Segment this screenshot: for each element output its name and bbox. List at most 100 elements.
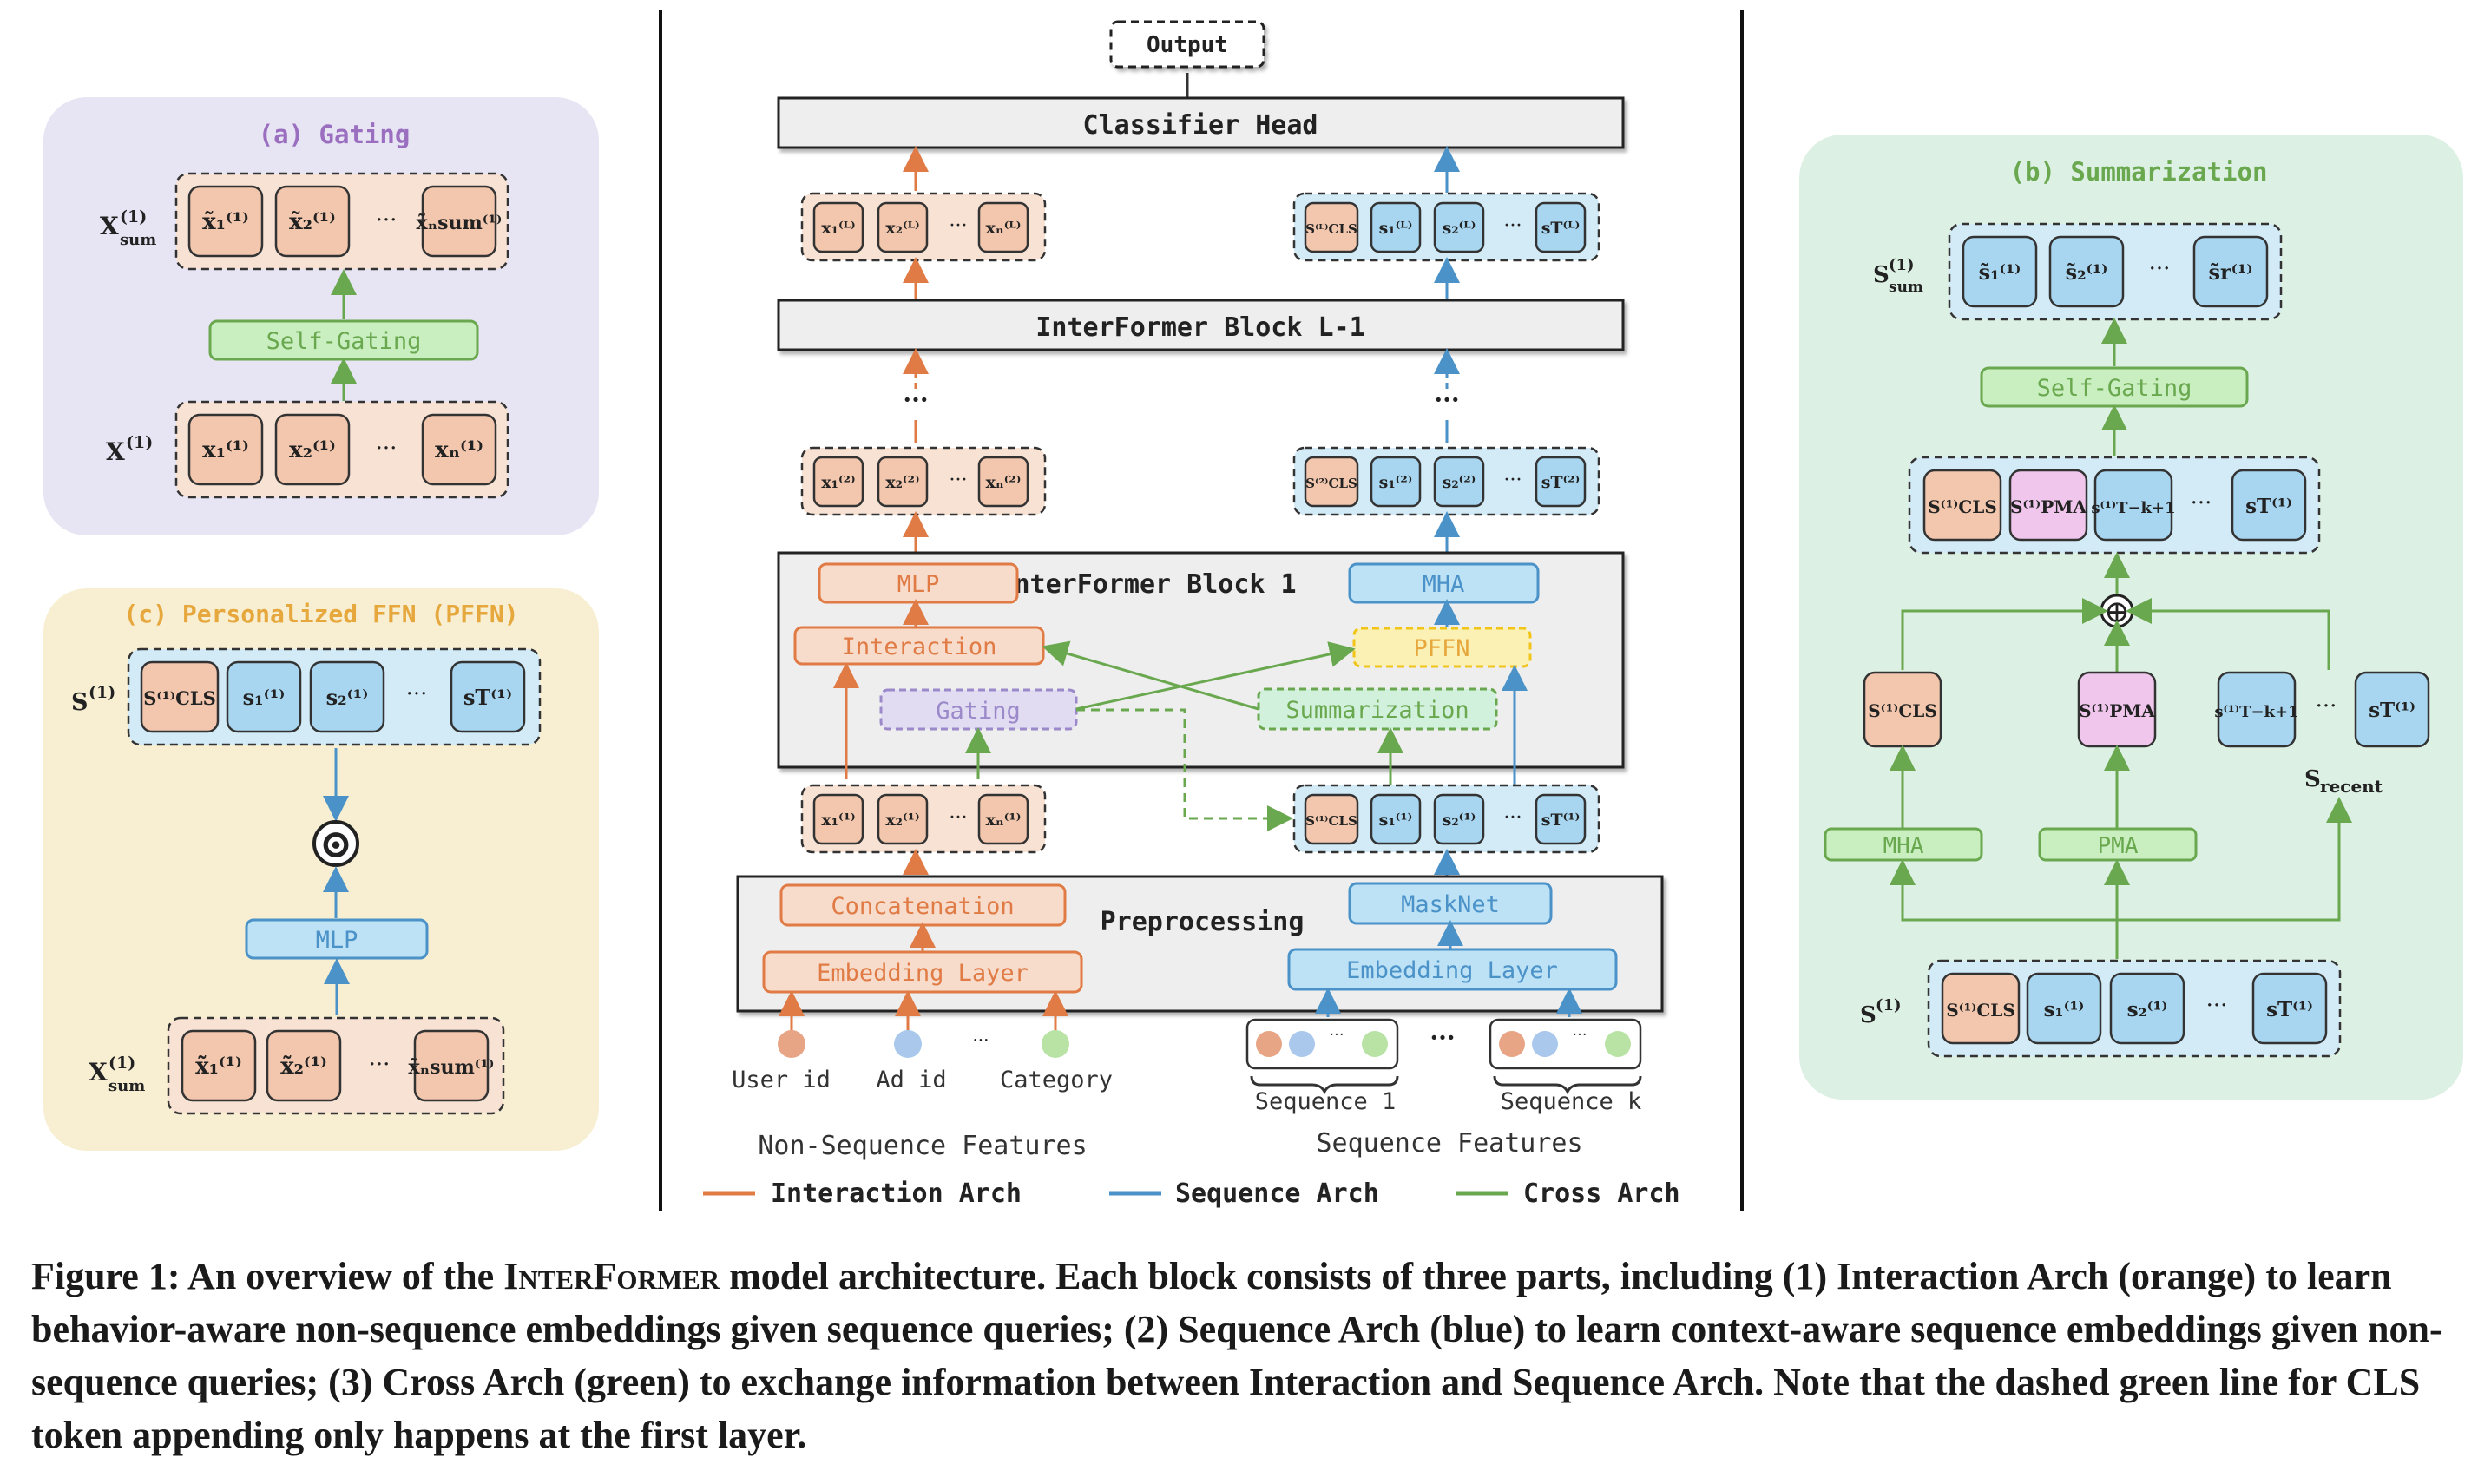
main-architecture: Output Classifier Head x₁⁽ᴸ⁾ x₂⁽ᴸ⁾ ··· x… (703, 20, 1680, 1209)
token (2192, 235, 2269, 308)
token (226, 660, 302, 733)
token (877, 456, 929, 508)
token (1433, 201, 1485, 253)
sequence-1-box (1246, 1018, 1399, 1070)
token-label: s₁⁽ᴸ⁾ (1379, 219, 1413, 238)
self-gating-label: Self-Gating (266, 328, 422, 355)
svg-text:recent: recent (2320, 776, 2383, 797)
token (1304, 456, 1359, 508)
block-l1-box (777, 299, 1625, 351)
token-label: S⁽ᴸ⁾CLS (1305, 221, 1357, 237)
masknet-label: MaskNet (1401, 891, 1500, 918)
ellipsis: ··· (1504, 469, 1522, 491)
token (1304, 201, 1359, 253)
token-label: s₁⁽²⁾ (1379, 473, 1413, 492)
vertical-dots: ··· (1434, 385, 1459, 414)
non-seq-features-label: Non-Sequence Features (758, 1131, 1087, 1161)
pffn-mlp-label: MLP (316, 927, 358, 954)
summarization-title: (b) Summarization (2010, 157, 2268, 187)
token (2008, 469, 2088, 542)
token-label: s₂⁽¹⁾ (2127, 998, 2168, 1021)
token (2354, 671, 2430, 748)
hadamard-symbol: ⊙ (319, 820, 353, 867)
s-sum-label: S (1) sum (1873, 256, 1923, 296)
token-label: s⁽¹⁾T−k+1 (2214, 703, 2298, 721)
token-label: s₁⁽¹⁾ (243, 685, 286, 710)
token (274, 413, 351, 486)
token (1304, 793, 1359, 845)
block-mlp-label: MLP (897, 571, 940, 598)
svg-text:S: S (1873, 262, 1890, 288)
svg-text:(1): (1) (89, 683, 115, 702)
token (1962, 235, 2038, 308)
legend-sequence-label: Sequence Arch (1175, 1179, 1379, 1209)
svg-text:(1): (1) (120, 207, 147, 227)
legend-cross-label: Cross Arch (1523, 1179, 1680, 1209)
token-label: x₁⁽¹⁾ (821, 811, 855, 830)
hadamard-operator (312, 820, 359, 867)
token (2048, 235, 2125, 308)
token (2026, 972, 2102, 1045)
ellipsis: ··· (1430, 1023, 1455, 1052)
token (1535, 201, 1587, 253)
caption-prefix: Figure 1: An overview of the (31, 1255, 504, 1297)
token (1370, 201, 1422, 253)
summarization-panel: (b) Summarization S (1) sum s̃₁⁽¹⁾ s̃₂⁽¹… (1799, 135, 2463, 1100)
ellipsis: ··· (1572, 1026, 1587, 1044)
block-l1-label: InterFormer Block L-1 (1035, 312, 1364, 343)
svg-text:(1): (1) (108, 1054, 135, 1073)
gating-panel: (a) Gating X (1) sum x̃₁⁽¹⁾ x̃₂⁽¹⁾ ··· x… (43, 97, 599, 535)
token (812, 793, 864, 845)
ellipsis: ··· (2206, 993, 2228, 1019)
token-label: x₂⁽¹⁾ (885, 811, 919, 830)
ellipsis: ··· (1329, 1026, 1344, 1044)
token (2231, 469, 2307, 542)
token-label: S⁽¹⁾PMA (2010, 496, 2087, 517)
token (309, 660, 385, 733)
token (450, 660, 526, 733)
ellipsis: ··· (2191, 490, 2212, 516)
feature-user-label: User id (732, 1067, 831, 1093)
token (977, 793, 1029, 845)
token-label: s⁽¹⁾T−k+1 (2091, 499, 2175, 517)
ellipsis: ··· (1504, 215, 1522, 237)
ellipsis: ··· (950, 215, 968, 237)
pffn-panel: (c) Personalized FFN (PFFN) S (1) S⁽¹⁾CL… (43, 588, 599, 1151)
svg-text:S: S (71, 689, 89, 716)
block-pffn-box (1352, 627, 1532, 668)
block-gating-label: Gating (936, 698, 1021, 725)
token (274, 185, 351, 258)
token-label: S⁽¹⁾CLS (1868, 700, 1937, 721)
token-label: xₙ⁽²⁾ (986, 473, 1022, 492)
caption-model-name: InterFormer (503, 1255, 720, 1297)
token (877, 793, 929, 845)
concatenation-label: Concatenation (831, 893, 1014, 920)
token-label: s̃₁⁽¹⁾ (1979, 259, 2021, 285)
x-sum-label: X (1) sum (89, 1054, 145, 1095)
svg-text:X: X (100, 212, 119, 240)
classifier-head-label: Classifier Head (1083, 110, 1318, 141)
token-label: S⁽¹⁾PMA (2079, 700, 2155, 721)
token-label: sT⁽²⁾ (1541, 473, 1580, 492)
user-id-dot (778, 1030, 805, 1058)
token-label: sT⁽¹⁾ (2245, 495, 2292, 518)
token-label: s₂⁽¹⁾ (326, 685, 369, 710)
token-label: x̃ₙsum⁽¹⁾ (409, 1056, 495, 1079)
token-label: x₂⁽²⁾ (885, 473, 919, 492)
sequence-1-label: Sequence 1 (1255, 1088, 1397, 1115)
token-label: sT⁽¹⁾ (1541, 811, 1580, 830)
interaction-label: Interaction (842, 634, 997, 660)
token (1370, 793, 1422, 845)
token-label: xₙ⁽¹⁾ (435, 437, 483, 463)
ad-id-dot (894, 1030, 922, 1058)
token (977, 456, 1029, 508)
token (1370, 456, 1422, 508)
sequence-k-box (1489, 1018, 1642, 1070)
svg-text:S: S (2304, 766, 2321, 792)
token-label: x̃₁⁽¹⁾ (202, 209, 249, 235)
block-mha-label: MHA (1423, 571, 1465, 598)
ellipsis: ··· (1504, 807, 1522, 829)
token-label: s₂⁽ᴸ⁾ (1443, 219, 1476, 238)
svg-text:sum: sum (120, 231, 156, 249)
output-box (1109, 20, 1265, 69)
